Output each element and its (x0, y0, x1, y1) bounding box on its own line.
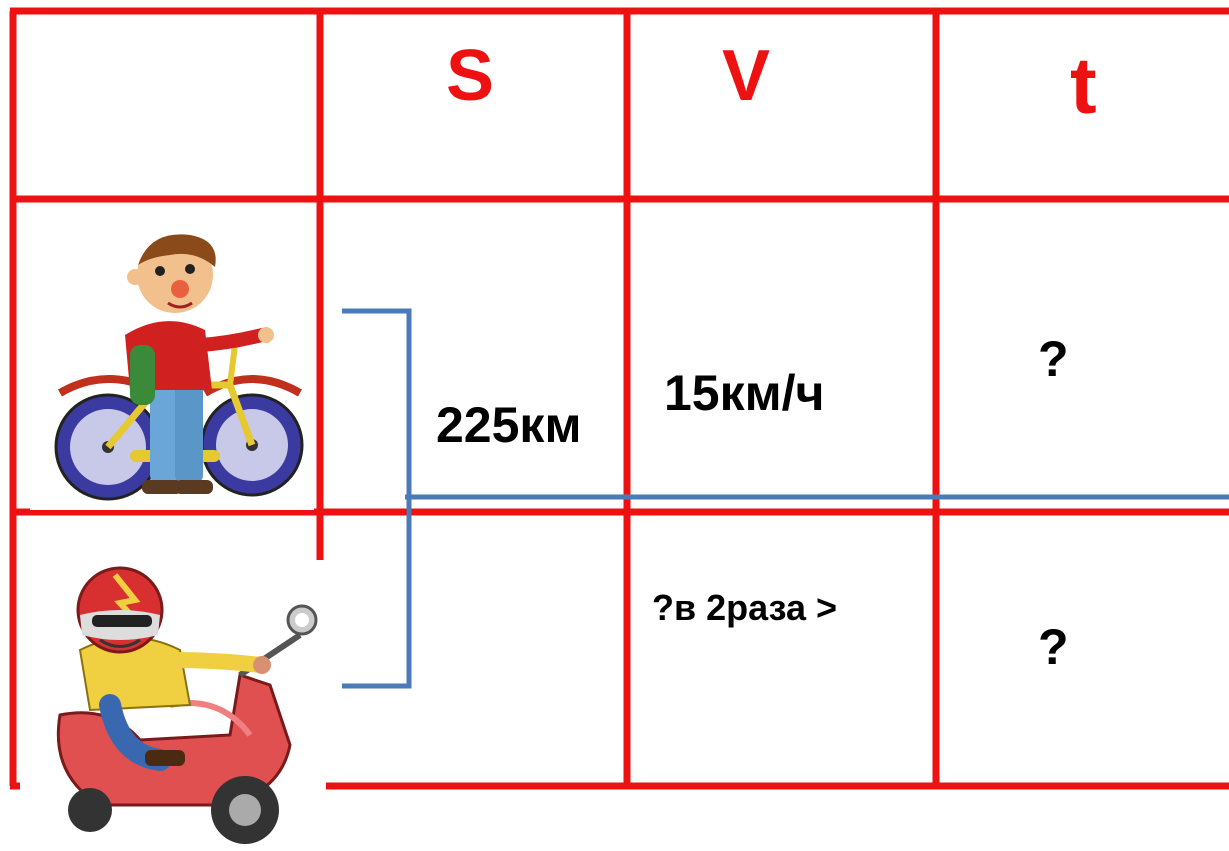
header-distance: S (446, 36, 495, 116)
shared-distance-value: 225км (436, 397, 582, 453)
row2-speed-value: ?в 2раза > (652, 587, 838, 628)
bracket-shape (342, 308, 412, 689)
motorcyclist-on-scooter-icon (20, 565, 326, 851)
row1-time-value: ? (1038, 331, 1069, 387)
header-time: t (1070, 41, 1097, 130)
header-speed: V (722, 36, 771, 116)
distance-bracket (342, 308, 1229, 689)
boy-on-bicycle-icon (30, 225, 314, 510)
row1-speed-value: 15км/ч (664, 365, 825, 421)
row2-time-value: ? (1038, 619, 1069, 675)
